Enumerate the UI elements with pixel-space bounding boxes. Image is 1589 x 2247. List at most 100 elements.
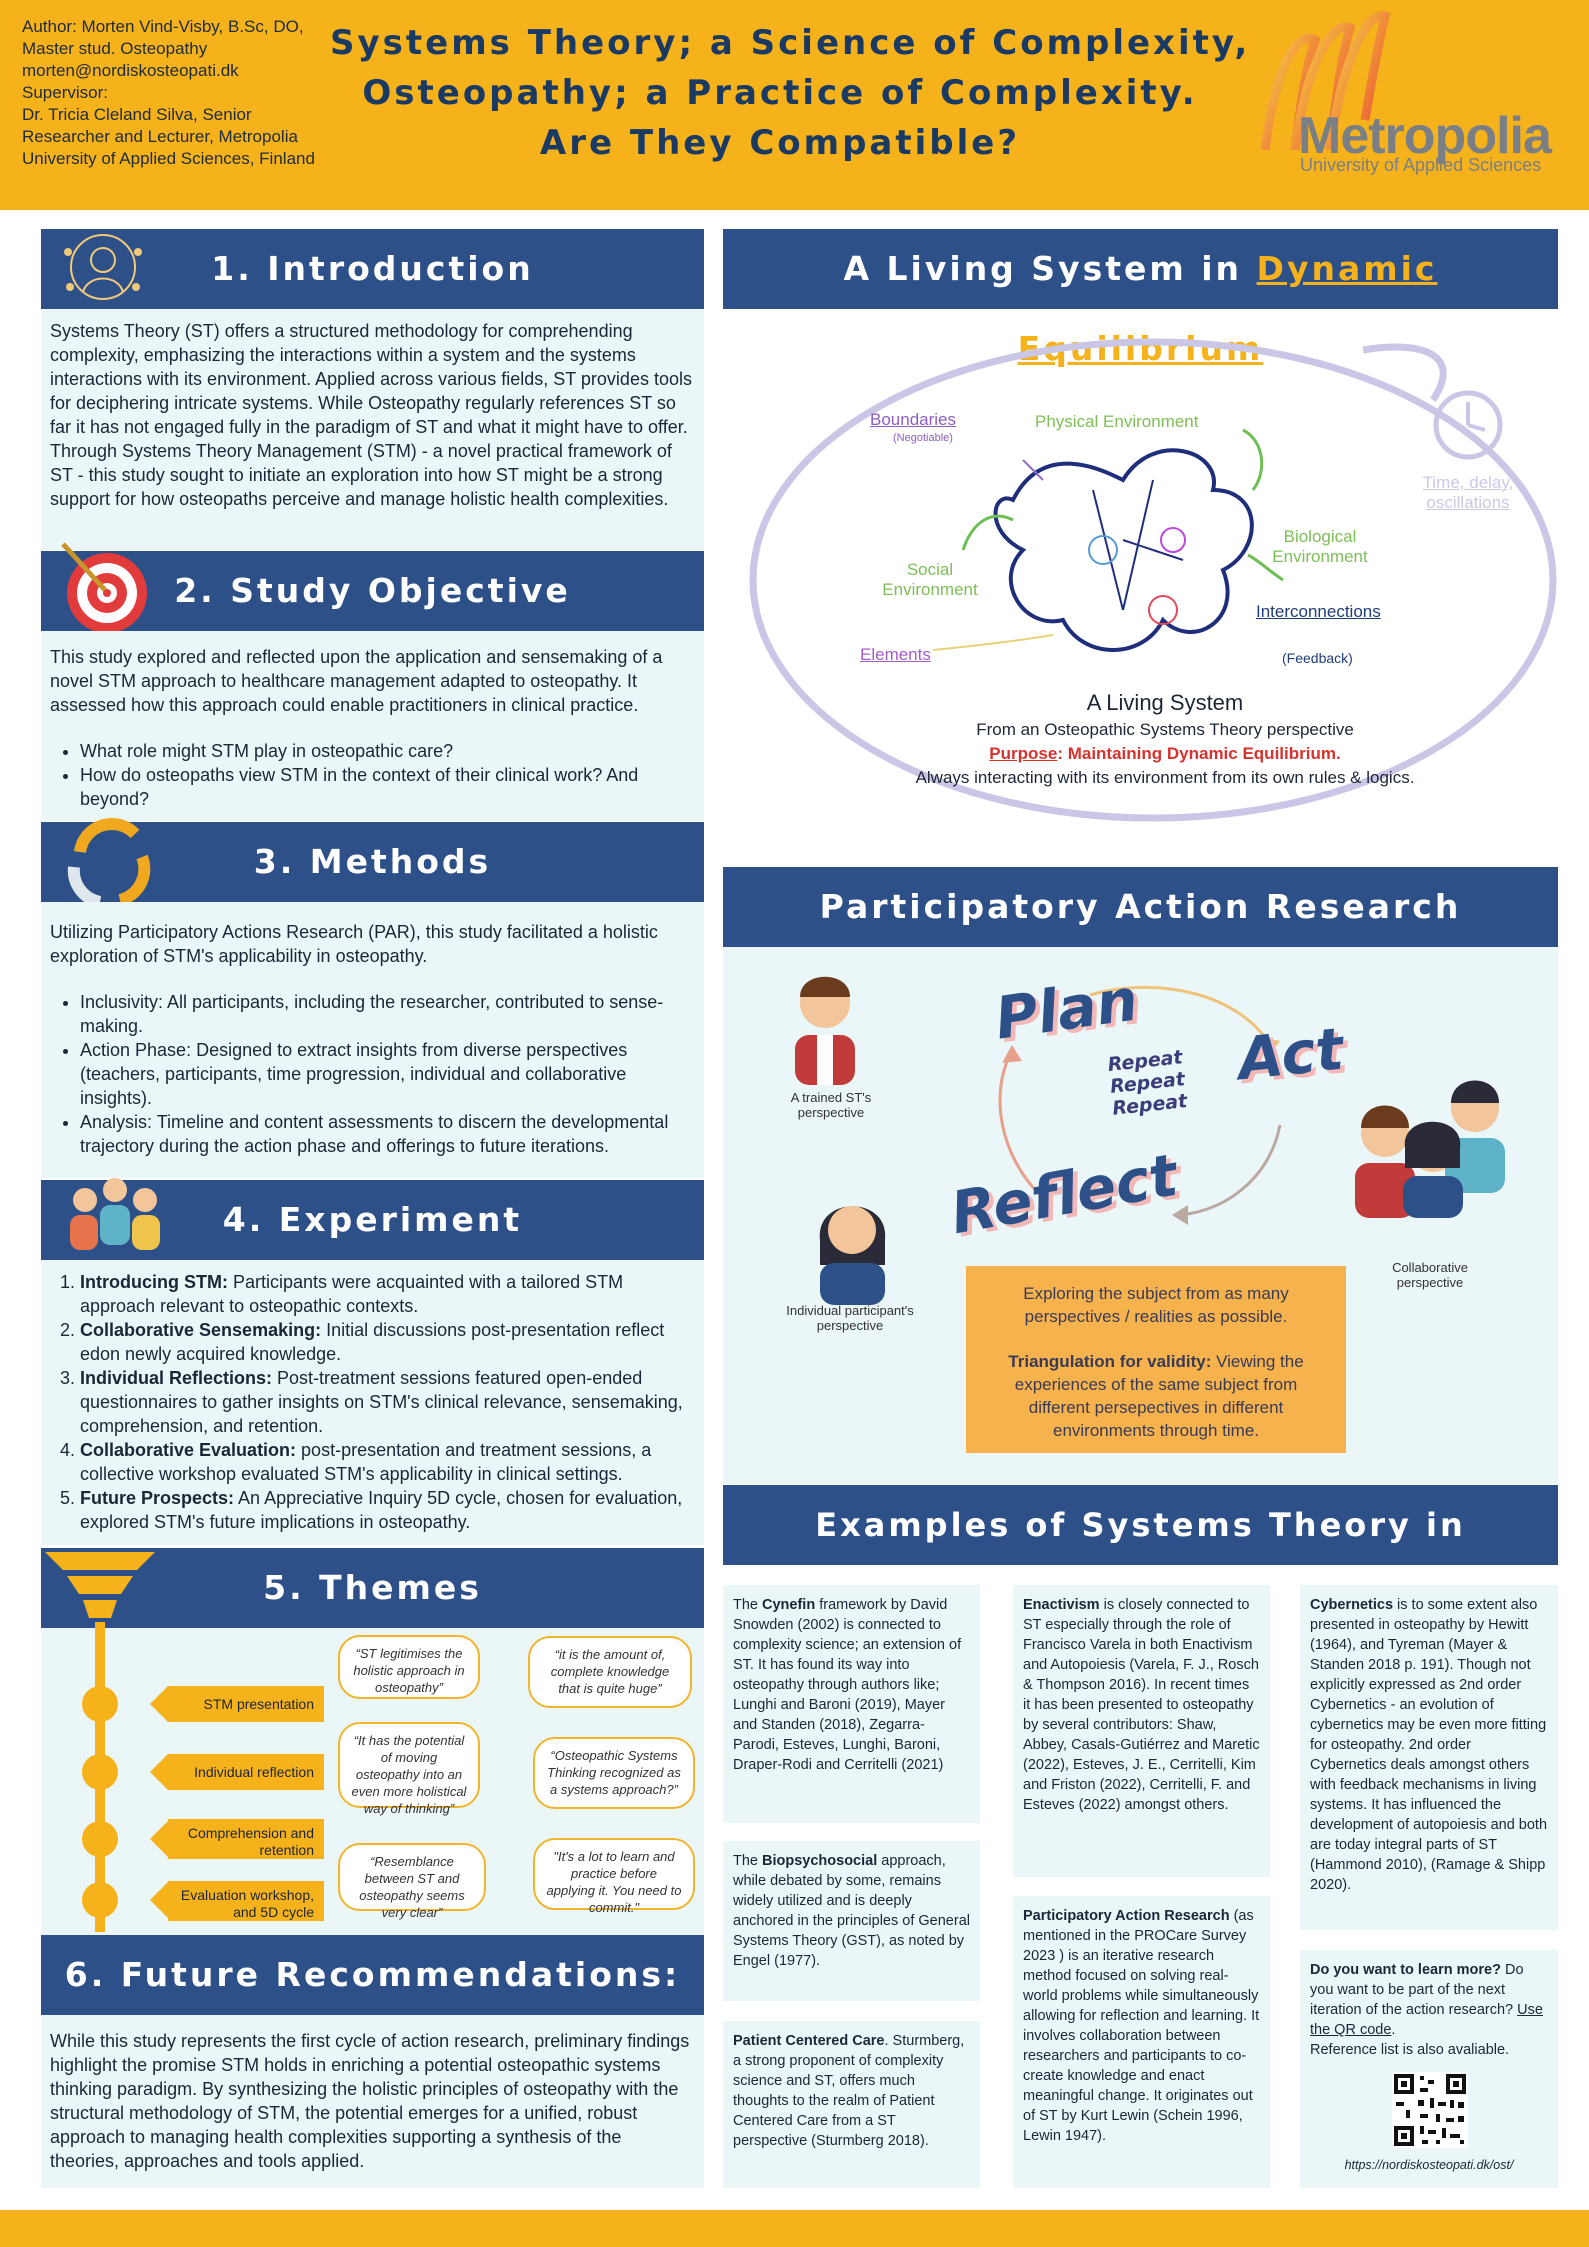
experiment-heading: 4. Experiment	[222, 1200, 523, 1239]
card-title: Do you want to learn more?	[1310, 1962, 1501, 1978]
stopwatch-icon	[1433, 390, 1503, 460]
methods-panel: Utilizing Participatory Actions Research…	[41, 902, 704, 1178]
caption-subtitle: From an Osteopathic Systems Theory persp…	[976, 720, 1354, 739]
qr-code-link[interactable]: Use the QR code	[1310, 2002, 1543, 2038]
qr-code-icon[interactable]	[1392, 2072, 1468, 2148]
card-text: framework by David Snowden (2002) is con…	[733, 1597, 962, 1773]
item-title: Individual Reflections:	[80, 1368, 273, 1388]
trained-perspective-label: A trained ST's perspective	[790, 1090, 872, 1120]
patient-centered-card: Patient Centered Care. Sturmberg, a stro…	[723, 2021, 980, 2188]
future-text: While this study represents the first cy…	[50, 2031, 690, 2171]
target-icon	[61, 542, 147, 633]
title-line: Osteopathy; a Practice of Complexity.	[362, 73, 1198, 113]
experiment-panel: Introducing STM: Participants were acqua…	[41, 1260, 704, 1545]
collaborative-perspective-label: Collaborative perspective	[1392, 1260, 1468, 1290]
themes-heading: 5. Themes	[263, 1568, 482, 1607]
trained-person-icon	[795, 976, 855, 1085]
act-word: Act	[1234, 1014, 1347, 1094]
footer-band	[0, 2210, 1589, 2247]
physical-env-label: Physical Environment	[1035, 412, 1199, 431]
author-line: Dr. Tricia Cleland Silva, Senior	[22, 105, 252, 124]
logo-subtext: University of Applied Sciences	[1300, 155, 1542, 175]
collaborative-people-icon	[1355, 1080, 1505, 1218]
elements-label: Elements	[860, 645, 931, 664]
intro-text: Systems Theory (ST) offers a structured …	[50, 321, 692, 509]
list-item: Inclusivity: All participants, including…	[80, 990, 695, 1038]
theme-tag: Individual reflection	[168, 1754, 324, 1790]
experiment-list: Introducing STM: Participants were acqua…	[50, 1270, 695, 1534]
card-title: Biopsychosocial	[762, 1853, 878, 1869]
header-band	[0, 0, 1589, 210]
methods-header: 3. Methods	[41, 822, 704, 902]
author-line: Author: Morten Vind-Visby, B.Sc, DO,	[22, 17, 304, 36]
list-item: Future Prospects: An Appreciative Inquir…	[80, 1486, 695, 1534]
living-system-diagram	[749, 338, 1557, 822]
individual-person-icon	[819, 1206, 886, 1305]
list-item: What role might STM play in osteopathic …	[80, 739, 695, 763]
theme-tag: Comprehension and retention	[168, 1819, 324, 1859]
card-text: .	[1391, 2022, 1396, 2038]
boundaries-label: Boundaries	[870, 410, 957, 429]
item-title: Introducing STM:	[80, 1272, 228, 1292]
objective-heading: 2. Study Objective	[174, 571, 571, 610]
examples-header: Examples of Systems Theory in Osteopathy	[723, 1485, 1558, 1624]
quote-bubble: "It's a lot to learn and practice before…	[533, 1838, 695, 1915]
themes-header: 5. Themes	[41, 1548, 704, 1628]
card-text: is to some extent also presented in oste…	[1310, 1597, 1548, 1893]
biopsychosocial-card: The Biopsychosocial approach, while deba…	[723, 1841, 980, 2001]
triangulation-box: Exploring the subject from as many persp…	[966, 1266, 1346, 1453]
methods-list: Inclusivity: All participants, including…	[50, 990, 695, 1158]
item-text: post-presentation and treatment sessions…	[80, 1440, 652, 1484]
par-cycle-arrows	[998, 985, 1282, 1225]
poster-title: Systems Theory; a Science of Complexity,…	[330, 18, 1247, 168]
par-card: Participatory Action Research (as mentio…	[1013, 1896, 1270, 2188]
list-item: Introducing STM: Participants were acqua…	[80, 1270, 695, 1318]
list-item: Collaborative Evaluation: post-presentat…	[80, 1438, 695, 1486]
purpose-text: : Maintaining Dynamic Equilibrium.	[1057, 744, 1341, 763]
card-title: Patient Centered Care	[733, 2033, 885, 2049]
caption-title: A Living System	[1086, 690, 1244, 715]
reference-url-link[interactable]: https://nordiskosteopati.dk/ost/	[1344, 2158, 1514, 2172]
quote-bubble: “It has the potential of moving osteopat…	[338, 1722, 480, 1816]
person-network-icon	[64, 234, 142, 300]
negotiable-label: (Negotiable)	[893, 432, 953, 444]
repeat-words: Repeat Repeat Repeat	[1107, 1046, 1188, 1119]
card-text: The	[733, 1853, 763, 1869]
time-delay-label: Time, delay, oscillations	[1422, 473, 1514, 512]
theme-tag: STM presentation	[168, 1686, 324, 1722]
card-text: Do you want to be part of the next itera…	[1310, 1962, 1524, 2018]
item-title: Collaborative Evaluation:	[80, 1440, 297, 1460]
intro-heading: 1. Introduction	[211, 249, 534, 288]
list-item: Action Phase: Designed to extract insigh…	[80, 1038, 695, 1110]
author-email: morten@nordiskosteopati.dk	[22, 61, 239, 80]
card-title: Enactivism	[1023, 1597, 1100, 1613]
card-text: The	[733, 1597, 763, 1613]
cycle-arrows-icon	[67, 818, 151, 908]
arrow-tips-icon	[150, 1686, 168, 1918]
title-line: Are They Compatible?	[539, 123, 1021, 163]
item-text: An Appreciative Inquiry 5D cycle, chosen…	[80, 1488, 683, 1532]
social-env-label: Social Environment	[882, 560, 978, 599]
cybernetics-card: Cybernetics is to some extent also prese…	[1300, 1585, 1558, 1930]
author-line: University of Applied Sciences, Finland	[22, 149, 315, 168]
card-text: is closely connected to ST especially th…	[1023, 1597, 1260, 1813]
objective-panel: This study explored and reflected upon t…	[41, 631, 704, 821]
intro-panel: Systems Theory (ST) offers a structured …	[41, 309, 704, 550]
list-item: Individual Reflections: Post-treatment s…	[80, 1366, 695, 1438]
methods-text: Utilizing Participatory Actions Research…	[50, 922, 658, 966]
item-text: Post-treatment sessions featured open-en…	[80, 1368, 683, 1436]
card-text: approach, while debated by some, remains…	[733, 1853, 970, 1969]
objective-header: 2. Study Objective	[41, 551, 704, 631]
author-line: Researcher and Lecturer, Metropolia	[22, 127, 298, 146]
objective-questions: What role might STM play in osteopathic …	[50, 739, 695, 811]
author-block: Author: Morten Vind-Visby, B.Sc, DO, Mas…	[22, 16, 342, 170]
objective-text: This study explored and reflected upon t…	[50, 647, 663, 715]
living-heading-prefix: A Living System in	[843, 249, 1257, 288]
theme-tag: Evaluation workshop, and 5D cycle	[168, 1881, 324, 1921]
quote-bubble: “ST legitimises the holistic approach in…	[338, 1635, 480, 1699]
card-text: Reference list is also avaliable.	[1310, 2042, 1510, 2058]
biological-env-label: Biological Environment	[1272, 527, 1368, 566]
item-text: Participants were acquainted with a tail…	[80, 1272, 624, 1316]
card-text: (as mentioned in the PROCare Survey 2023…	[1023, 1908, 1260, 2144]
card-title: Cybernetics	[1310, 1597, 1394, 1613]
